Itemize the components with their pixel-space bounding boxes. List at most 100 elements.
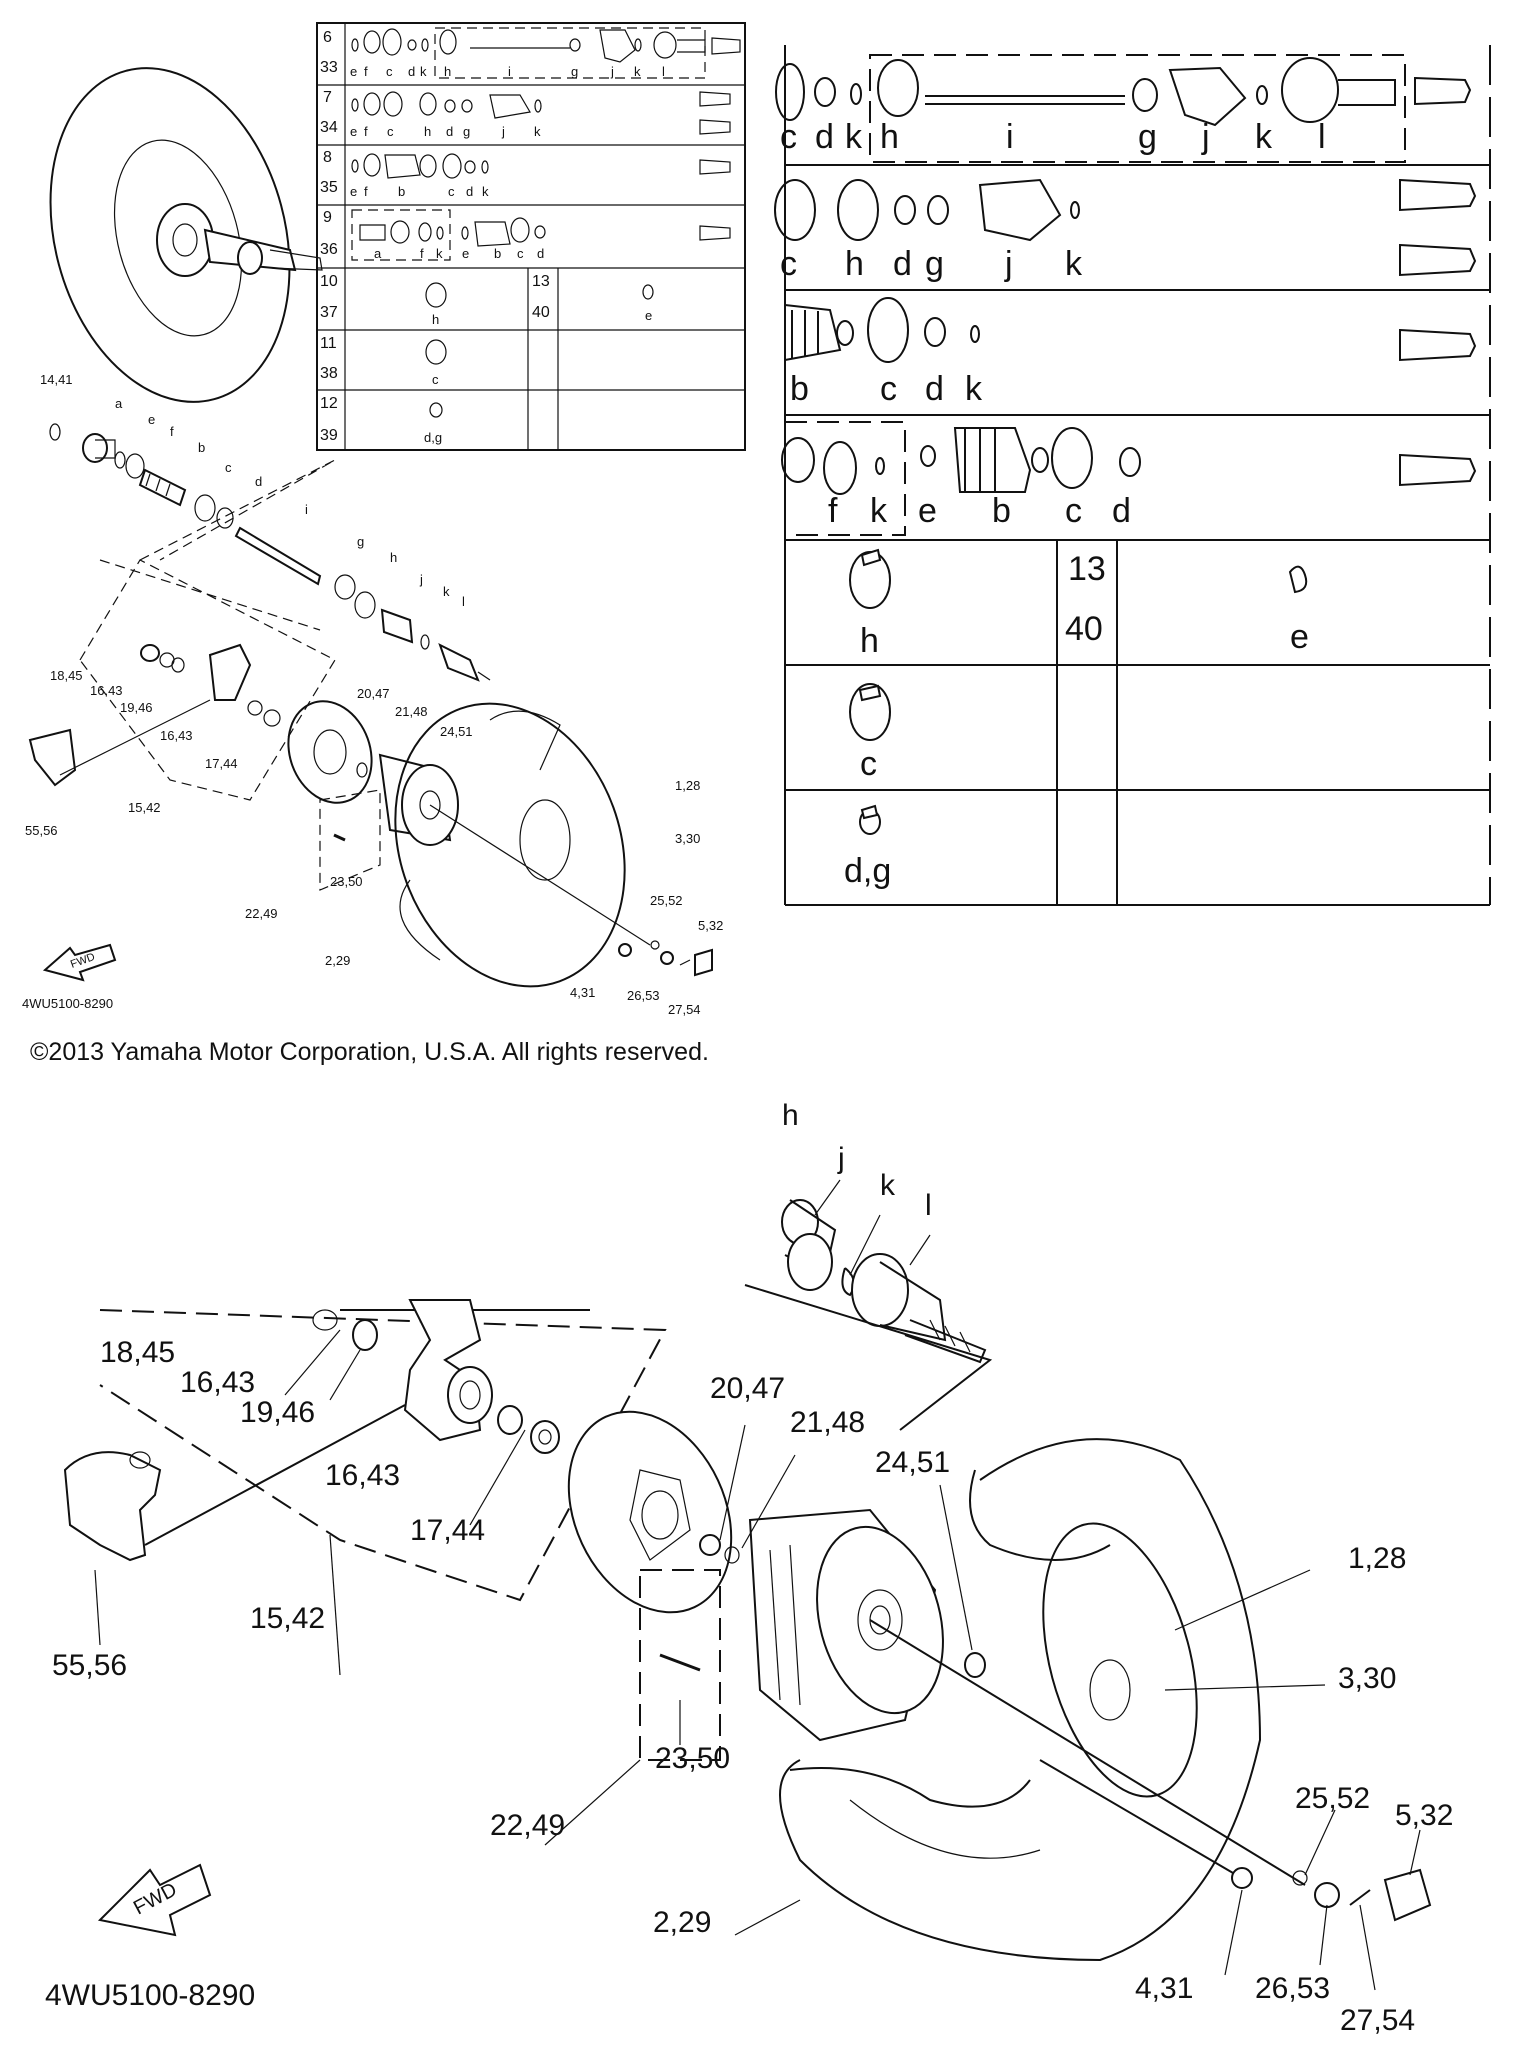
sd-diagram-code: 4WU5100-8290	[22, 996, 113, 1011]
zd-bolt	[659, 1653, 701, 1672]
sd-label-2653: 26,53	[627, 988, 660, 1003]
sd-label-2047: 20,47	[357, 686, 390, 701]
kt-row6-glyph	[425, 339, 447, 365]
small-knuckle-parts	[28, 643, 281, 787]
kt-row4-num: 9	[323, 209, 332, 226]
zd-label-5556: 55,56	[52, 1649, 127, 1682]
sd-label-i: i	[305, 502, 308, 517]
kt-r3-l4: d	[466, 184, 473, 199]
sd-label-1845: 18,45	[50, 668, 83, 683]
kt-row4-glyphs	[359, 217, 731, 247]
sd-label-a: a	[115, 396, 123, 411]
zd-label-2148: 21,48	[790, 1406, 865, 1439]
zt-r4-l4: c	[1065, 492, 1082, 530]
sd-label-2552: 25,52	[650, 893, 683, 908]
zd-hub	[748, 1508, 986, 1742]
kt-r2-l4: d	[446, 124, 453, 139]
kt-r1-l2: c	[386, 64, 393, 79]
sd-label-2451: 24,51	[440, 724, 473, 739]
kt-r3-l0: e	[350, 184, 357, 199]
kt-r4-l3: e	[462, 246, 469, 261]
kt-r3-l1: f	[364, 184, 368, 199]
zd-label-330: 3,30	[1338, 1662, 1396, 1695]
small-hardware-bits	[618, 940, 713, 977]
kt-row1-num: 6	[323, 29, 332, 46]
zt-r1-l6: j	[1201, 118, 1210, 156]
small-wheel-bottom-illustration	[394, 702, 651, 988]
zd-label-1643a: 16,43	[180, 1366, 255, 1399]
kt-row5-numb: 13	[532, 273, 550, 290]
sd-label-1441: 14,41	[40, 372, 73, 387]
zd-labels: h j k l 18,45 16,43 19,46 16,43 17,44 15…	[52, 1099, 1453, 2037]
kt-row5-num2: 37	[320, 304, 338, 321]
zt-r1-l5: g	[1138, 118, 1157, 156]
zt-row5-clamp	[860, 548, 882, 567]
zt-row3-letters: b c d k	[790, 370, 983, 408]
zt-r1-l0: c	[780, 118, 797, 156]
zd-bolt-dashed-box	[639, 1569, 721, 1761]
sd-label-j: j	[419, 572, 423, 587]
kt-r3-l2: b	[398, 184, 405, 199]
sd-label-2249: 22,49	[245, 906, 278, 921]
zt-r1-l3: h	[880, 118, 899, 156]
sd-label-1542: 15,42	[128, 800, 161, 815]
zd-label-2047: 20,47	[710, 1372, 785, 1405]
zt-row3-glyphs	[784, 297, 1477, 363]
kt-row3-num: 8	[323, 149, 332, 166]
sd-label-g: g	[357, 534, 364, 549]
zt-r1-l4: i	[1006, 118, 1014, 156]
zd-leader-lines	[94, 1179, 1421, 1991]
kt-r2-l2: c	[387, 124, 394, 139]
kt-row2-letters: e f c h d g j k	[350, 124, 541, 139]
zt-row4-letters: f k e b c d	[828, 492, 1131, 530]
kt-r1-l0: e	[350, 64, 357, 79]
zt-r1-l8: l	[1318, 118, 1326, 156]
zt-r3-l1: c	[880, 370, 897, 408]
kt-row5-numb2: 40	[532, 304, 550, 321]
zt-r4-l0: f	[828, 492, 838, 530]
zd-guard	[63, 1404, 406, 1562]
zt-row5-e-glyph	[1288, 565, 1308, 594]
small-knuckle-box-lines	[99, 459, 336, 631]
zd-wheel	[779, 1438, 1306, 1962]
kt-r4-l0: a	[374, 246, 382, 261]
zd-label-1845: 18,45	[100, 1336, 175, 1369]
zt-r2-l0: c	[780, 245, 797, 283]
copyright-notice: ©2013 Yamaha Motor Corporation, U.S.A. A…	[30, 1038, 709, 1066]
zd-label-l: l	[925, 1189, 932, 1222]
zd-label-j: j	[837, 1142, 845, 1175]
zd-label-k: k	[880, 1169, 896, 1202]
zt-r1-l1: d	[815, 118, 834, 156]
zt-r4-l3: b	[992, 492, 1011, 530]
sd-label-1643a: 16,43	[90, 683, 123, 698]
zoomed-exploded-diagram: h j k l 18,45 16,43 19,46 16,43 17,44 15…	[45, 1099, 1453, 2037]
kt-row5-num: 10	[320, 273, 338, 290]
sd-label-1643b: 16,43	[160, 728, 193, 743]
zd-hardware	[1231, 1867, 1432, 1922]
sd-label-2350: 23,50	[330, 874, 363, 889]
sd-label-532: 5,32	[698, 918, 723, 933]
sd-label-b: b	[198, 440, 205, 455]
zt-r3-l3: k	[965, 370, 983, 408]
sd-label-330: 3,30	[675, 831, 700, 846]
zt-r5-num2: 40	[1065, 610, 1103, 648]
zt-row1-glyphs	[775, 57, 1472, 127]
zt-r7-left: d,g	[844, 852, 891, 890]
kt-r2-l5: g	[463, 124, 470, 139]
zd-label-2653: 26,53	[1255, 1972, 1330, 2005]
zt-row4-glyphs	[781, 427, 1477, 495]
small-knuckle-box	[79, 559, 336, 801]
kt-r7-l0: d,g	[424, 430, 442, 445]
kt-r4-l4: b	[494, 246, 501, 261]
kt-r5b-l0: e	[645, 308, 652, 323]
zt-r2-l3: g	[925, 245, 944, 283]
zd-label-1744: 17,44	[410, 1514, 485, 1547]
zt-r4-l5: d	[1112, 492, 1131, 530]
kt-row5b-glyph	[642, 284, 654, 300]
sd-label-k: k	[443, 584, 450, 599]
zd-diagram-code: 4WU5100-8290	[45, 1979, 255, 2012]
zd-brake-disc	[567, 1410, 740, 1614]
zt-row2-letters: c h d g j k	[780, 245, 1083, 283]
kt-row2-num2: 34	[320, 119, 338, 136]
zd-label-229: 2,29	[653, 1906, 711, 1939]
